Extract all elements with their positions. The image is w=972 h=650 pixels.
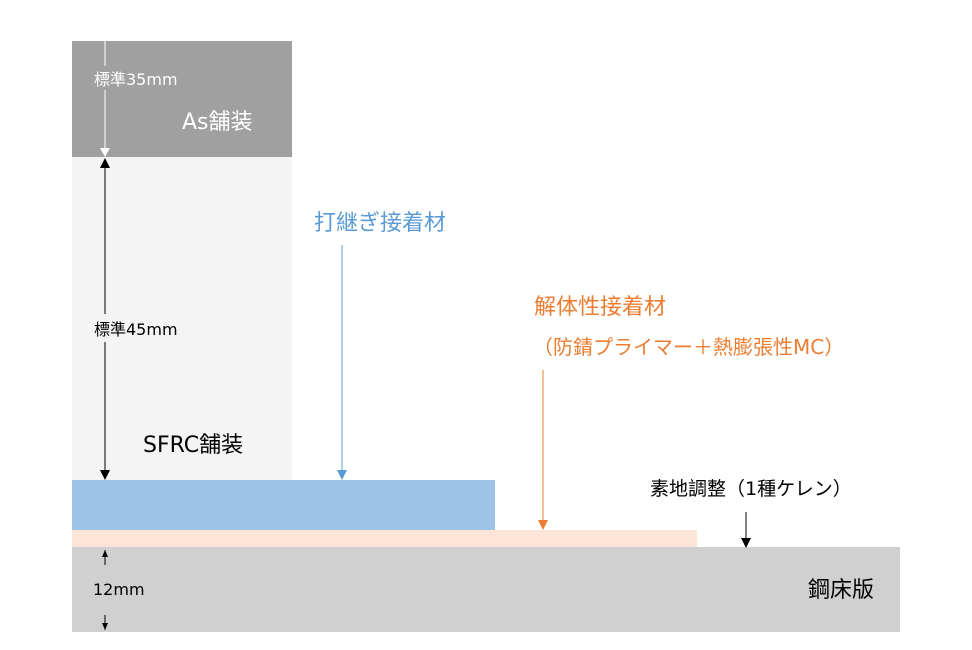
steel-thickness-arrow — [102, 550, 108, 630]
as-thickness-label: 標準35mm — [92, 66, 180, 90]
steel-label: 鋼床版 — [808, 578, 875, 603]
as-layer — [72, 41, 292, 157]
bond-pointer-arrow — [337, 245, 347, 480]
surface-label: 素地調整（1種ケレン） — [650, 478, 852, 500]
primer-sublabel: （防錆プライマー＋熱膨張性MC） — [533, 335, 845, 359]
as-label: As舗装 — [182, 110, 253, 135]
primer-label: 解体性接着材 — [534, 295, 667, 320]
as-thickness-arrow — [100, 41, 110, 157]
sfrc-label: SFRC舗装 — [143, 433, 244, 458]
bond-layer — [72, 480, 495, 530]
steel-layer — [72, 547, 900, 632]
surface-pointer-arrow — [741, 512, 751, 548]
primer-layer — [72, 530, 697, 547]
steel-thickness-label: 12mm — [93, 580, 145, 599]
bond-label: 打継ぎ接着材 — [314, 211, 447, 236]
primer-pointer-arrow — [538, 370, 548, 530]
sfrc-thickness-label: 標準45mm — [92, 314, 180, 342]
